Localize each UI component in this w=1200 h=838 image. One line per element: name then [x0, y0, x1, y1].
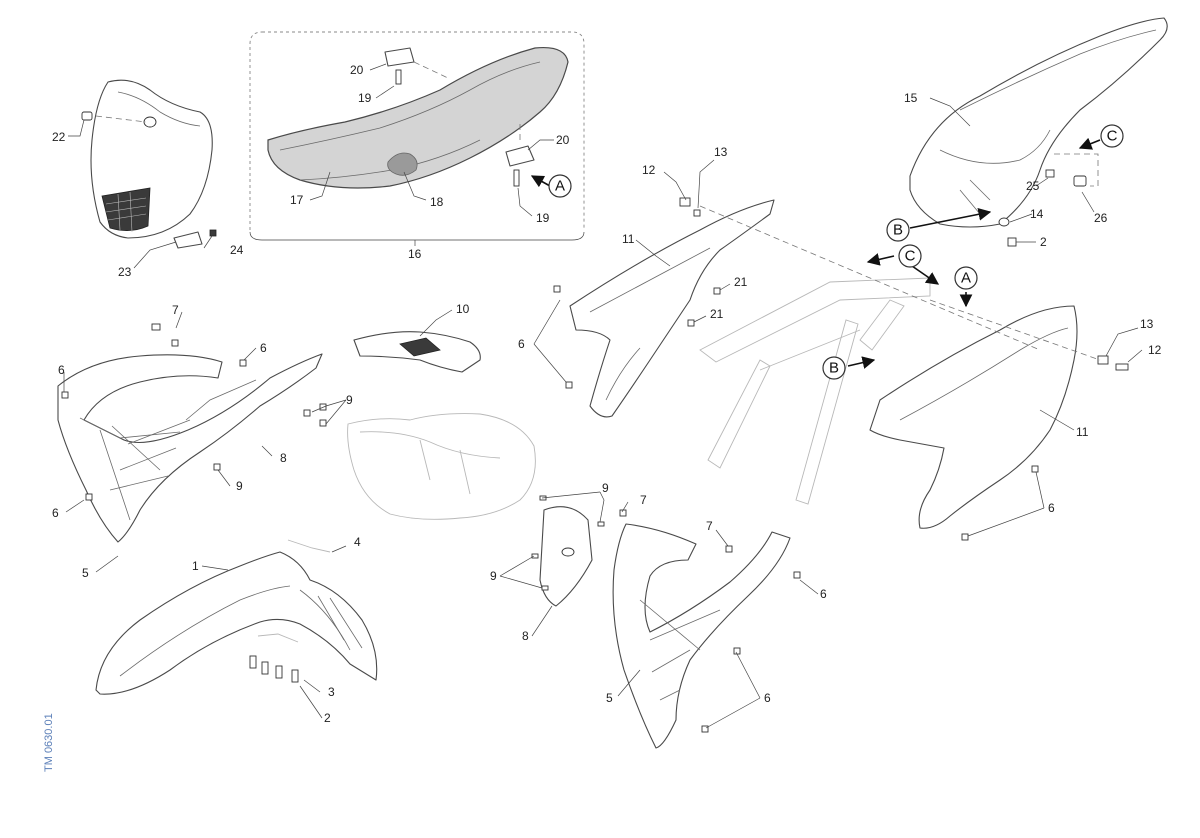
svg-text:B: B: [893, 222, 903, 239]
callout-21-upper: 21: [734, 275, 748, 289]
side-panel-right: [869, 305, 1078, 529]
airbox-cover: [353, 331, 481, 373]
callout-2-fender: 2: [324, 711, 331, 725]
callout-9-right-lower: 9: [490, 569, 497, 583]
callout-9-lower: 9: [236, 479, 243, 493]
seat: [267, 46, 569, 189]
callout-3: 3: [328, 685, 335, 699]
seat-detail-frame: [249, 31, 585, 246]
seat-patch: [387, 152, 418, 176]
svg-text:C: C: [1107, 128, 1118, 145]
callout-12-left: 12: [642, 163, 656, 177]
callout-21-lower: 21: [710, 307, 724, 321]
svg-text:B: B: [829, 360, 839, 377]
callout-6-left-low: 6: [52, 506, 59, 520]
callout-9-upper: 9: [346, 393, 353, 407]
seat-bracket-rear: [505, 120, 535, 187]
side-panel-left: [569, 199, 775, 418]
radiator-spoiler-left: [57, 353, 323, 543]
callout-6-right-low: 6: [764, 691, 771, 705]
headlight-mask: [81, 79, 217, 249]
fender-decals: [257, 539, 331, 643]
reference-circle-c-fender: C: [1100, 124, 1124, 148]
callout-6-right-mid: 6: [820, 587, 827, 601]
callout-19-right: 19: [536, 211, 550, 225]
callout-12-right: 12: [1148, 343, 1162, 357]
reference-circle-a-frame: A: [954, 266, 978, 290]
callout-7-right-b: 7: [706, 519, 713, 533]
callout-24: 24: [230, 243, 244, 257]
callout-25: 25: [1026, 179, 1040, 193]
callout-6-panel-left: 6: [518, 337, 525, 351]
rear-subframe-ghost: [699, 277, 931, 505]
reference-circle-a-seat: A: [548, 174, 572, 198]
svg-text:A: A: [555, 178, 565, 195]
alignment-lines: [699, 205, 1101, 361]
callout-7-left: 7: [172, 303, 179, 317]
callout-11-left: 11: [622, 232, 635, 246]
callout-13-left: 13: [714, 145, 728, 159]
callout-14: 14: [1030, 207, 1044, 221]
callout-10: 10: [456, 302, 470, 316]
document-number: TM 0630.01: [43, 713, 55, 772]
callout-22: 22: [52, 130, 66, 144]
rear-fender: [909, 17, 1168, 228]
callout-7-right-a: 7: [640, 493, 647, 507]
callout-20-right: 20: [556, 133, 570, 147]
reference-circle-c-frame: C: [898, 244, 922, 268]
radiator-spoiler-right: [612, 523, 791, 749]
callout-23: 23: [118, 265, 132, 279]
callout-8-left: 8: [280, 451, 287, 465]
callout-1: 1: [192, 559, 199, 573]
svg-text:A: A: [961, 270, 971, 287]
fuel-tank-ghost: [347, 413, 536, 520]
callout-2-rear: 2: [1040, 235, 1047, 249]
leader-lines: [63, 63, 1143, 729]
callout-8-right: 8: [522, 629, 529, 643]
reference-circle-b-fender: B: [886, 218, 910, 242]
callout-13-right: 13: [1140, 317, 1154, 331]
callout-19-top: 19: [358, 91, 372, 105]
callout-6-left-mid: 6: [58, 363, 65, 377]
reference-arrows: [530, 137, 1101, 369]
radiator-cover-small: [539, 506, 593, 607]
callout-5-right: 5: [606, 691, 613, 705]
callout-5-left: 5: [82, 566, 89, 580]
front-fender: [95, 551, 378, 695]
callout-6-right-panel: 6: [1048, 501, 1055, 515]
rear-fender-hardware: [998, 153, 1099, 247]
callout-6-left-top: 6: [260, 341, 267, 355]
callout-20-top: 20: [350, 63, 364, 77]
reference-circle-b-frame: B: [822, 356, 846, 380]
callout-15: 15: [904, 91, 918, 105]
svg-text:C: C: [905, 248, 916, 265]
callout-labels: 22 23 24 20 19 17 18 16 20 19 7 6 6 6 5 …: [52, 63, 1162, 725]
callout-11-right: 11: [1076, 425, 1089, 439]
seat-bracket-front: [384, 47, 449, 85]
callout-9-right: 9: [602, 481, 609, 495]
callout-26: 26: [1094, 211, 1108, 225]
fender-screws: [249, 655, 299, 683]
callout-18: 18: [430, 195, 444, 209]
callout-4: 4: [354, 535, 361, 549]
callout-16: 16: [408, 247, 422, 261]
callout-17: 17: [290, 193, 304, 207]
